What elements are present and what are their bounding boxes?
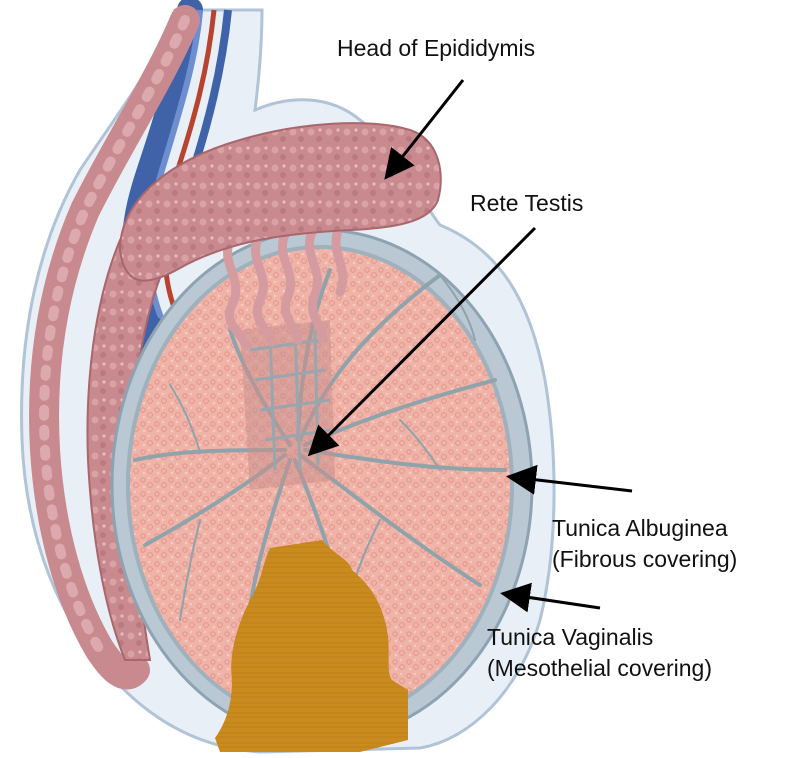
label-tunica-albuginea: Tunica Albuginea (Fibrous covering): [552, 515, 737, 573]
label-rete-testis-text: Rete Testis: [470, 190, 583, 217]
rete-testis-network: [240, 320, 335, 490]
label-tunica-vaginalis-note: (Mesothelial covering): [487, 655, 712, 682]
label-rete-testis: Rete Testis: [470, 190, 583, 217]
label-tunica-vaginalis-title: Tunica Vaginalis: [487, 624, 712, 651]
label-head-of-epididymis-text: Head of Epididymis: [337, 35, 535, 62]
label-tunica-vaginalis: Tunica Vaginalis (Mesothelial covering): [487, 624, 712, 682]
label-tunica-albuginea-note: (Fibrous covering): [552, 546, 737, 573]
label-head-of-epididymis: Head of Epididymis: [337, 35, 535, 62]
label-tunica-albuginea-title: Tunica Albuginea: [552, 515, 737, 542]
